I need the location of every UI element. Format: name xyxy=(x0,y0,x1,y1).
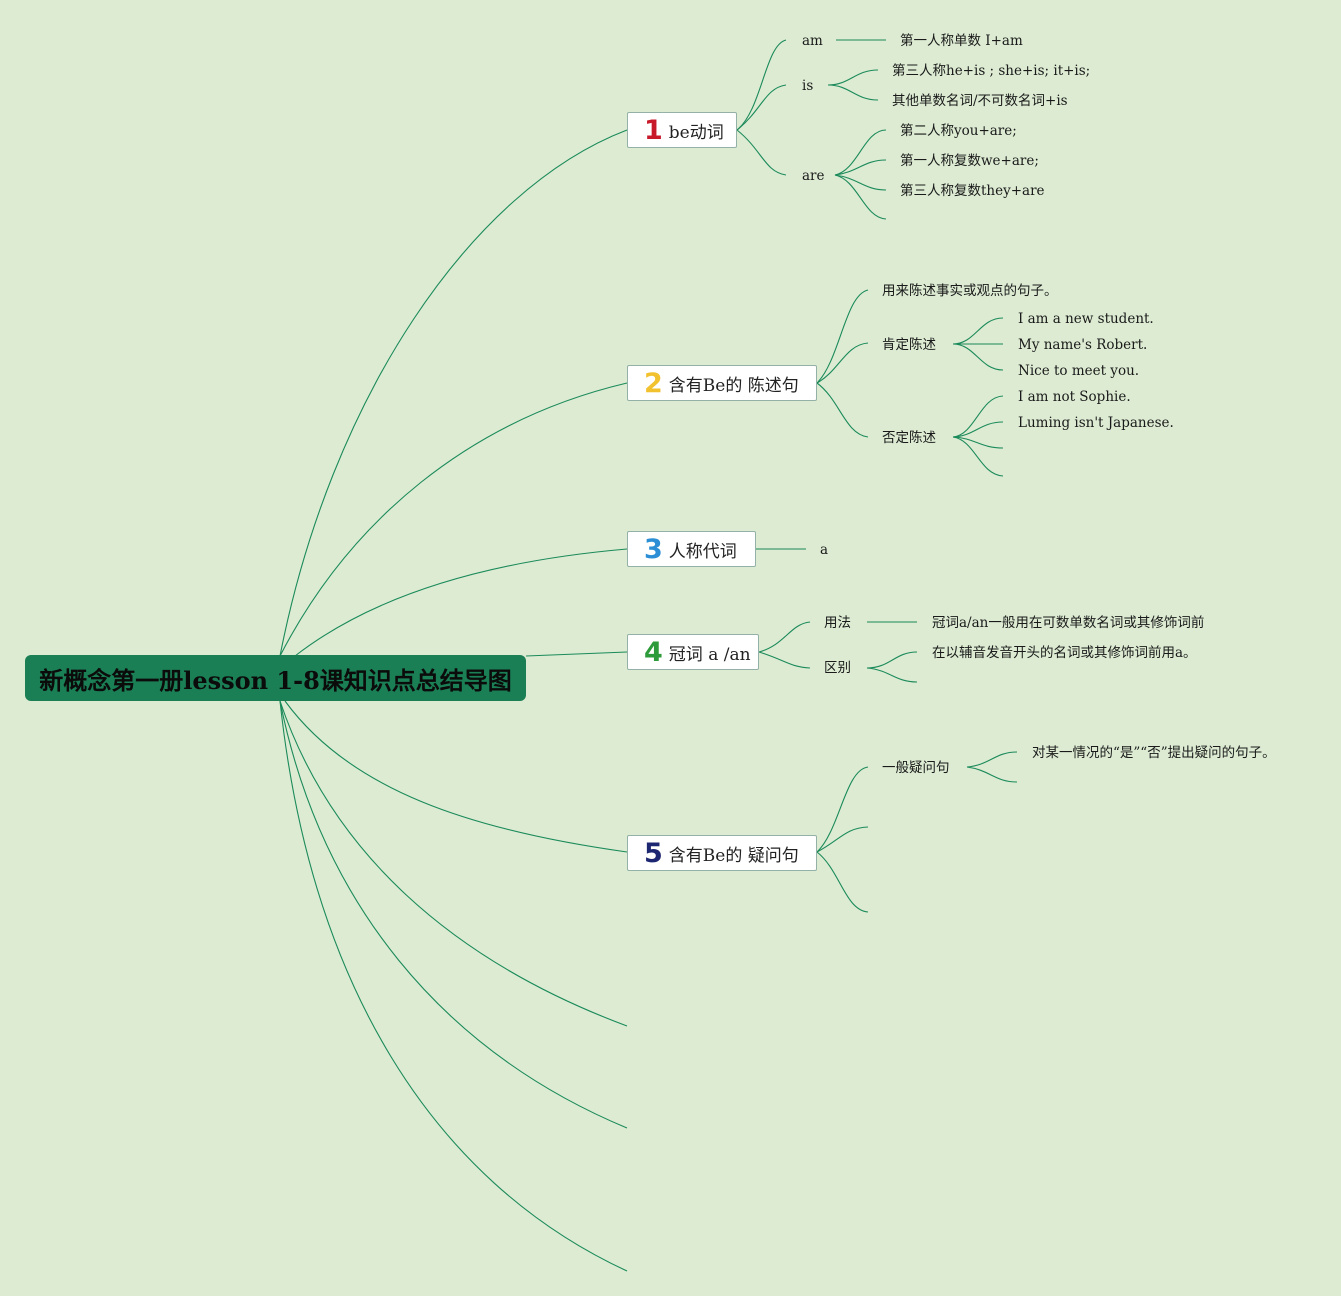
leaf-usage-1[interactable]: 冠词a/an一般用在可数单数名词或其修饰词前 xyxy=(932,615,1205,631)
edge-root-b1 xyxy=(279,129,628,657)
branch-label: be动词 xyxy=(668,122,724,143)
edge-root-empty2 xyxy=(279,700,628,1129)
leaf-are-2[interactable]: 第一人称复数we+are; xyxy=(900,153,1039,169)
leaf-affirmative-3[interactable]: Nice to meet you. xyxy=(1018,363,1140,379)
branch-article[interactable]: 4 冠词 a /an xyxy=(627,634,759,670)
node-negative[interactable]: 否定陈述 xyxy=(882,430,936,446)
leaf-affirmative-2[interactable]: My name's Robert. xyxy=(1018,337,1148,353)
edge-root-empty1 xyxy=(279,700,628,1027)
node-yes-no-question[interactable]: 一般疑问句 xyxy=(882,760,950,776)
leaf-are-3[interactable]: 第三人称复数they+are xyxy=(900,183,1045,199)
root-node[interactable]: 新概念第一册lesson 1-8课知识点总结导图 xyxy=(25,655,526,701)
node-usage[interactable]: 用法 xyxy=(824,615,851,631)
node-statement-definition[interactable]: 用来陈述事实或观点的句子。 xyxy=(882,283,1058,299)
number-badge-1: 1 xyxy=(644,114,663,146)
leaf-negative-1[interactable]: I am not Sophie. xyxy=(1018,389,1131,405)
node-are[interactable]: are xyxy=(802,168,825,184)
node-difference[interactable]: 区别 xyxy=(824,660,851,676)
branch-be-question[interactable]: 5 含有Be的 疑问句 xyxy=(627,835,817,871)
branch-be-statement[interactable]: 2 含有Be的 陈述句 xyxy=(627,365,817,401)
node-affirmative[interactable]: 肯定陈述 xyxy=(882,337,936,353)
node-am[interactable]: am xyxy=(802,33,823,49)
leaf-difference-1[interactable]: 在以辅音发音开头的名词或其修饰词前用a。 xyxy=(932,645,1197,661)
number-badge-4: 4 xyxy=(644,636,663,668)
leaf-are-1[interactable]: 第二人称you+are; xyxy=(900,123,1017,139)
number-badge-5: 5 xyxy=(644,837,663,869)
edge-root-b4 xyxy=(525,651,628,657)
leaf-am-1[interactable]: 第一人称单数 I+am xyxy=(900,33,1023,49)
number-badge-2: 2 xyxy=(644,367,663,399)
leaf-is-1[interactable]: 第三人称he+is ; she+is; it+is; xyxy=(892,63,1091,79)
edge-root-b3 xyxy=(294,548,628,657)
branch-label: 含有Be的 陈述句 xyxy=(668,375,799,396)
leaf-affirmative-1[interactable]: I am a new student. xyxy=(1018,311,1154,327)
leaf-yes-no-question-1[interactable]: 对某一情况的“是”“否”提出疑问的句子。 xyxy=(1032,745,1276,761)
edge-root-b5 xyxy=(284,700,628,853)
edge-root-b2 xyxy=(279,382,628,657)
leaf-is-2[interactable]: 其他单数名词/不可数名词+is xyxy=(892,93,1068,109)
branch-label: 人称代词 xyxy=(668,541,737,562)
number-badge-3: 3 xyxy=(644,533,663,565)
node-pronoun-a[interactable]: a xyxy=(820,542,829,558)
branch-personal-pronoun[interactable]: 3 人称代词 xyxy=(627,531,756,567)
edge-root-empty3 xyxy=(279,700,628,1272)
branch-be-verb[interactable]: 1 be动词 xyxy=(627,112,737,148)
leaf-negative-2[interactable]: Luming isn't Japanese. xyxy=(1018,415,1174,431)
node-is[interactable]: is xyxy=(802,78,814,94)
branch-label: 含有Be的 疑问句 xyxy=(668,845,799,866)
branch-label: 冠词 a /an xyxy=(668,644,751,665)
